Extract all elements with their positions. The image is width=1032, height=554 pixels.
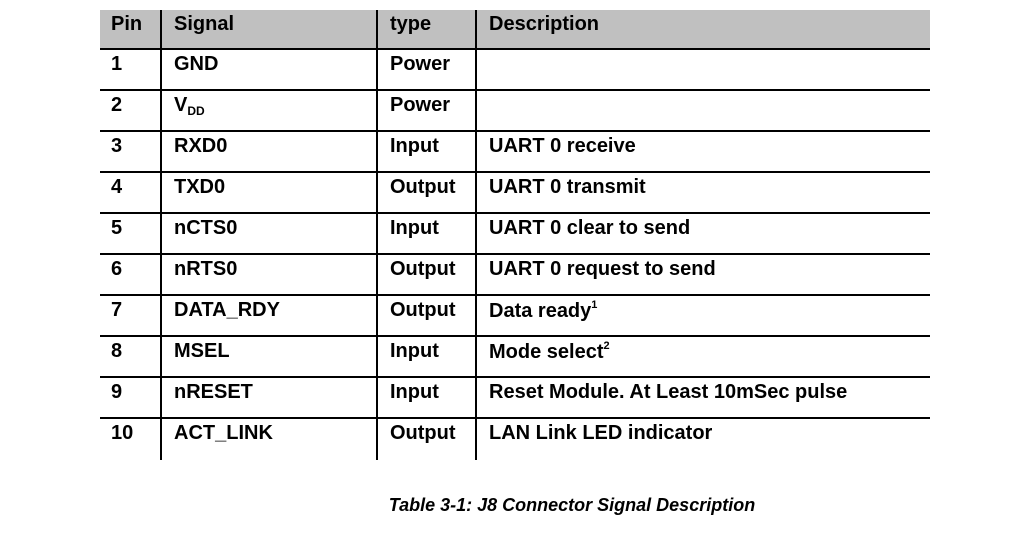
signal-name: RXD0 xyxy=(174,135,228,157)
table-row: 5 nCTS0 Input UART 0 clear to send xyxy=(100,214,930,255)
signal-cell: ACT_LINK xyxy=(160,419,376,460)
table-row: 6 nRTS0 Output UART 0 request to send xyxy=(100,255,930,296)
table-row: 3 RXD0 Input UART 0 receive xyxy=(100,132,930,173)
pin-cell: 7 xyxy=(111,299,123,321)
pin-cell: 1 xyxy=(111,53,123,75)
type-cell: Output xyxy=(376,419,475,460)
description-text: LAN Link LED indicator xyxy=(489,422,713,444)
signal-name: GND xyxy=(174,53,219,75)
signal-cell: DATA_RDY xyxy=(160,296,376,335)
header-pin: Pin xyxy=(111,13,143,35)
description-cell xyxy=(475,50,930,89)
footnote-marker: 2 xyxy=(603,340,610,352)
header-type: type xyxy=(376,10,475,48)
type-cell: Input xyxy=(376,378,475,417)
description-text: UART 0 request to send xyxy=(489,258,716,280)
table-row: 1 GND Power xyxy=(100,50,930,91)
description-cell: LAN Link LED indicator xyxy=(475,419,930,460)
type-cell: Input xyxy=(376,132,475,171)
signal-name: TXD0 xyxy=(174,176,226,198)
signal-name: V xyxy=(174,94,188,116)
signal-cell: TXD0 xyxy=(160,173,376,212)
type-cell: Input xyxy=(376,337,475,376)
signal-cell: MSEL xyxy=(160,337,376,376)
signal-name: nRESET xyxy=(174,381,253,403)
pin-cell: 5 xyxy=(111,217,123,239)
description-cell: UART 0 clear to send xyxy=(475,214,930,253)
signal-name: MSEL xyxy=(174,340,230,362)
table-caption: Table 3-1: J8 Connector Signal Descripti… xyxy=(388,495,756,515)
type-cell: Input xyxy=(376,214,475,253)
description-cell: UART 0 transmit xyxy=(475,173,930,212)
type-cell: Power xyxy=(376,91,475,130)
pin-cell: 9 xyxy=(111,381,123,403)
signal-name: DATA_RDY xyxy=(174,299,280,321)
type-cell: Power xyxy=(376,50,475,89)
description-text: UART 0 transmit xyxy=(489,176,646,198)
pin-cell: 8 xyxy=(111,340,123,362)
footnote-marker: 1 xyxy=(591,299,598,311)
signal-subscript: DD xyxy=(187,104,205,118)
signal-name: nRTS0 xyxy=(174,258,238,280)
signal-cell: GND xyxy=(160,50,376,89)
signal-cell: RXD0 xyxy=(160,132,376,171)
description-text: Reset Module. At Least 10mSec pulse xyxy=(489,381,848,403)
description-cell: Data ready1 xyxy=(475,296,930,335)
signal-cell: nRESET xyxy=(160,378,376,417)
pin-cell: 3 xyxy=(111,135,123,157)
description-cell: UART 0 request to send xyxy=(475,255,930,294)
description-cell: Reset Module. At Least 10mSec pulse xyxy=(475,378,930,417)
signal-cell: nRTS0 xyxy=(160,255,376,294)
header-description: Description xyxy=(475,10,930,48)
signal-name: ACT_LINK xyxy=(174,422,273,444)
description-cell xyxy=(475,91,930,130)
description-text: Mode select xyxy=(489,341,604,363)
table-row: 4 TXD0 Output UART 0 transmit xyxy=(100,173,930,214)
type-cell: Output xyxy=(376,173,475,212)
description-text: Data ready xyxy=(489,300,592,322)
table-row: 10 ACT_LINK Output LAN Link LED indicator xyxy=(100,419,930,460)
description-text: UART 0 receive xyxy=(489,135,636,157)
pin-cell: 10 xyxy=(111,422,134,444)
description-text: UART 0 clear to send xyxy=(489,217,691,239)
table-row: 9 nRESET Input Reset Module. At Least 10mSe… xyxy=(100,378,930,419)
type-cell: Output xyxy=(376,255,475,294)
header-signal: Signal xyxy=(160,10,376,48)
pin-cell: 2 xyxy=(111,94,123,116)
type-cell: Output xyxy=(376,296,475,335)
pin-cell: 6 xyxy=(111,258,123,280)
pin-cell: 4 xyxy=(111,176,123,198)
description-cell: Mode select2 xyxy=(475,337,930,376)
description-cell: UART 0 receive xyxy=(475,132,930,171)
signal-cell: nCTS0 xyxy=(160,214,376,253)
signal-cell: VDD xyxy=(160,91,376,130)
signal-name: nCTS0 xyxy=(174,217,238,239)
table-header-row: Pin Signal type Description xyxy=(100,10,930,50)
